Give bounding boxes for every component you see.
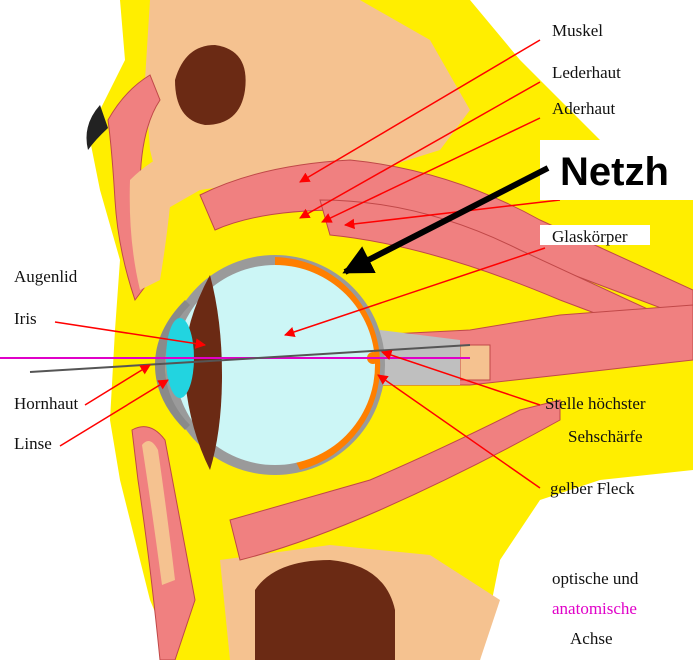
label-iris: Iris <box>14 310 37 327</box>
optic-nerve-sheath <box>460 345 490 380</box>
label-gelber-fleck: gelber Fleck <box>550 480 635 497</box>
label-achse-line1: optische und <box>552 570 638 587</box>
label-linse: Linse <box>14 435 52 452</box>
label-augenlid: Augenlid <box>14 268 77 285</box>
label-muskel: Muskel <box>552 22 603 39</box>
label-lederhaut: Lederhaut <box>552 64 621 81</box>
label-hornhaut: Hornhaut <box>14 395 78 412</box>
label-netzhaut: Netzh <box>560 152 669 192</box>
label-stelle-line2: Sehschärfe <box>568 428 643 445</box>
label-achse-line2: anatomische <box>552 600 637 617</box>
label-aderhaut: Aderhaut <box>552 100 615 117</box>
label-glaskoerper: Glaskörper <box>552 228 628 245</box>
label-stelle-line1: Stelle höchster <box>545 395 646 412</box>
label-achse-line3: Achse <box>570 630 612 647</box>
